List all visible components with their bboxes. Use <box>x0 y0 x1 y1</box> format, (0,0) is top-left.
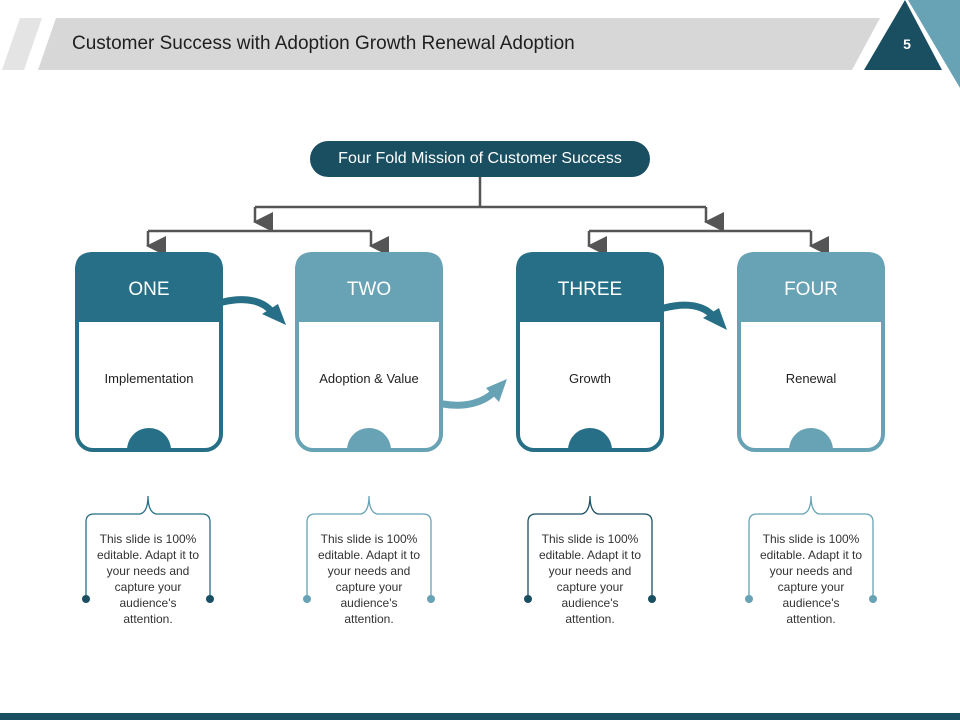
page-number: 5 <box>903 36 911 52</box>
card-one-text: Implementation <box>104 371 194 386</box>
corner-triangle-light <box>908 0 960 88</box>
note-bullet-dot <box>427 595 435 603</box>
note-bullet-dot <box>206 595 214 603</box>
note-brace-four <box>748 495 874 597</box>
note-brace-one <box>85 495 211 597</box>
card-four-label: FOUR <box>784 279 838 300</box>
note-four-text: This slide is 100% editable. Adapt it to… <box>759 532 863 626</box>
card-one-header <box>75 252 223 322</box>
title-banner <box>38 18 880 70</box>
card-one <box>75 252 223 452</box>
card-four-text: Renewal <box>785 371 837 386</box>
footer-bar <box>0 713 960 720</box>
card-four <box>737 252 885 452</box>
card-one-semicircle <box>127 428 171 450</box>
flow-arrow-three-to-four <box>660 301 727 330</box>
card-one-label: ONE <box>128 279 170 300</box>
card-two-header <box>295 252 443 322</box>
card-three <box>516 252 664 452</box>
hierarchy-connectors <box>146 177 829 256</box>
flow-arrow-two-to-three <box>439 379 507 409</box>
note-one-text: This slide is 100% editable. Adapt it to… <box>96 532 200 626</box>
note-bullet-dot <box>82 595 90 603</box>
card-three-text: Growth <box>569 371 611 386</box>
note-bullet-dot <box>648 595 656 603</box>
card-two-text: Adoption & Value <box>319 371 419 386</box>
note-three-text: This slide is 100% editable. Adapt it to… <box>538 532 642 626</box>
card-four-header <box>737 252 885 322</box>
card-three-header <box>516 252 664 322</box>
note-bullet-dot <box>745 595 753 603</box>
note-two-text: This slide is 100% editable. Adapt it to… <box>317 532 421 626</box>
note-brace-two <box>306 495 432 597</box>
note-bullet-dot <box>869 595 877 603</box>
card-three-semicircle <box>568 428 612 450</box>
card-two-label: TWO <box>346 279 392 300</box>
header-accent-stripe <box>2 18 42 70</box>
note-brace-three <box>527 495 653 597</box>
mission-title-pill: Four Fold Mission of Customer Success <box>310 141 650 177</box>
slide-title: Customer Success with Adoption Growth Re… <box>72 33 575 54</box>
card-four-semicircle <box>789 428 833 450</box>
note-bullet-dot <box>524 595 532 603</box>
note-bullet-dot <box>303 595 311 603</box>
card-three-label: THREE <box>557 279 623 300</box>
flow-arrow-one-to-two <box>219 296 286 325</box>
page-number-badge <box>864 0 942 70</box>
header-banner <box>2 0 960 88</box>
card-two-semicircle <box>347 428 391 450</box>
card-two <box>295 252 443 452</box>
